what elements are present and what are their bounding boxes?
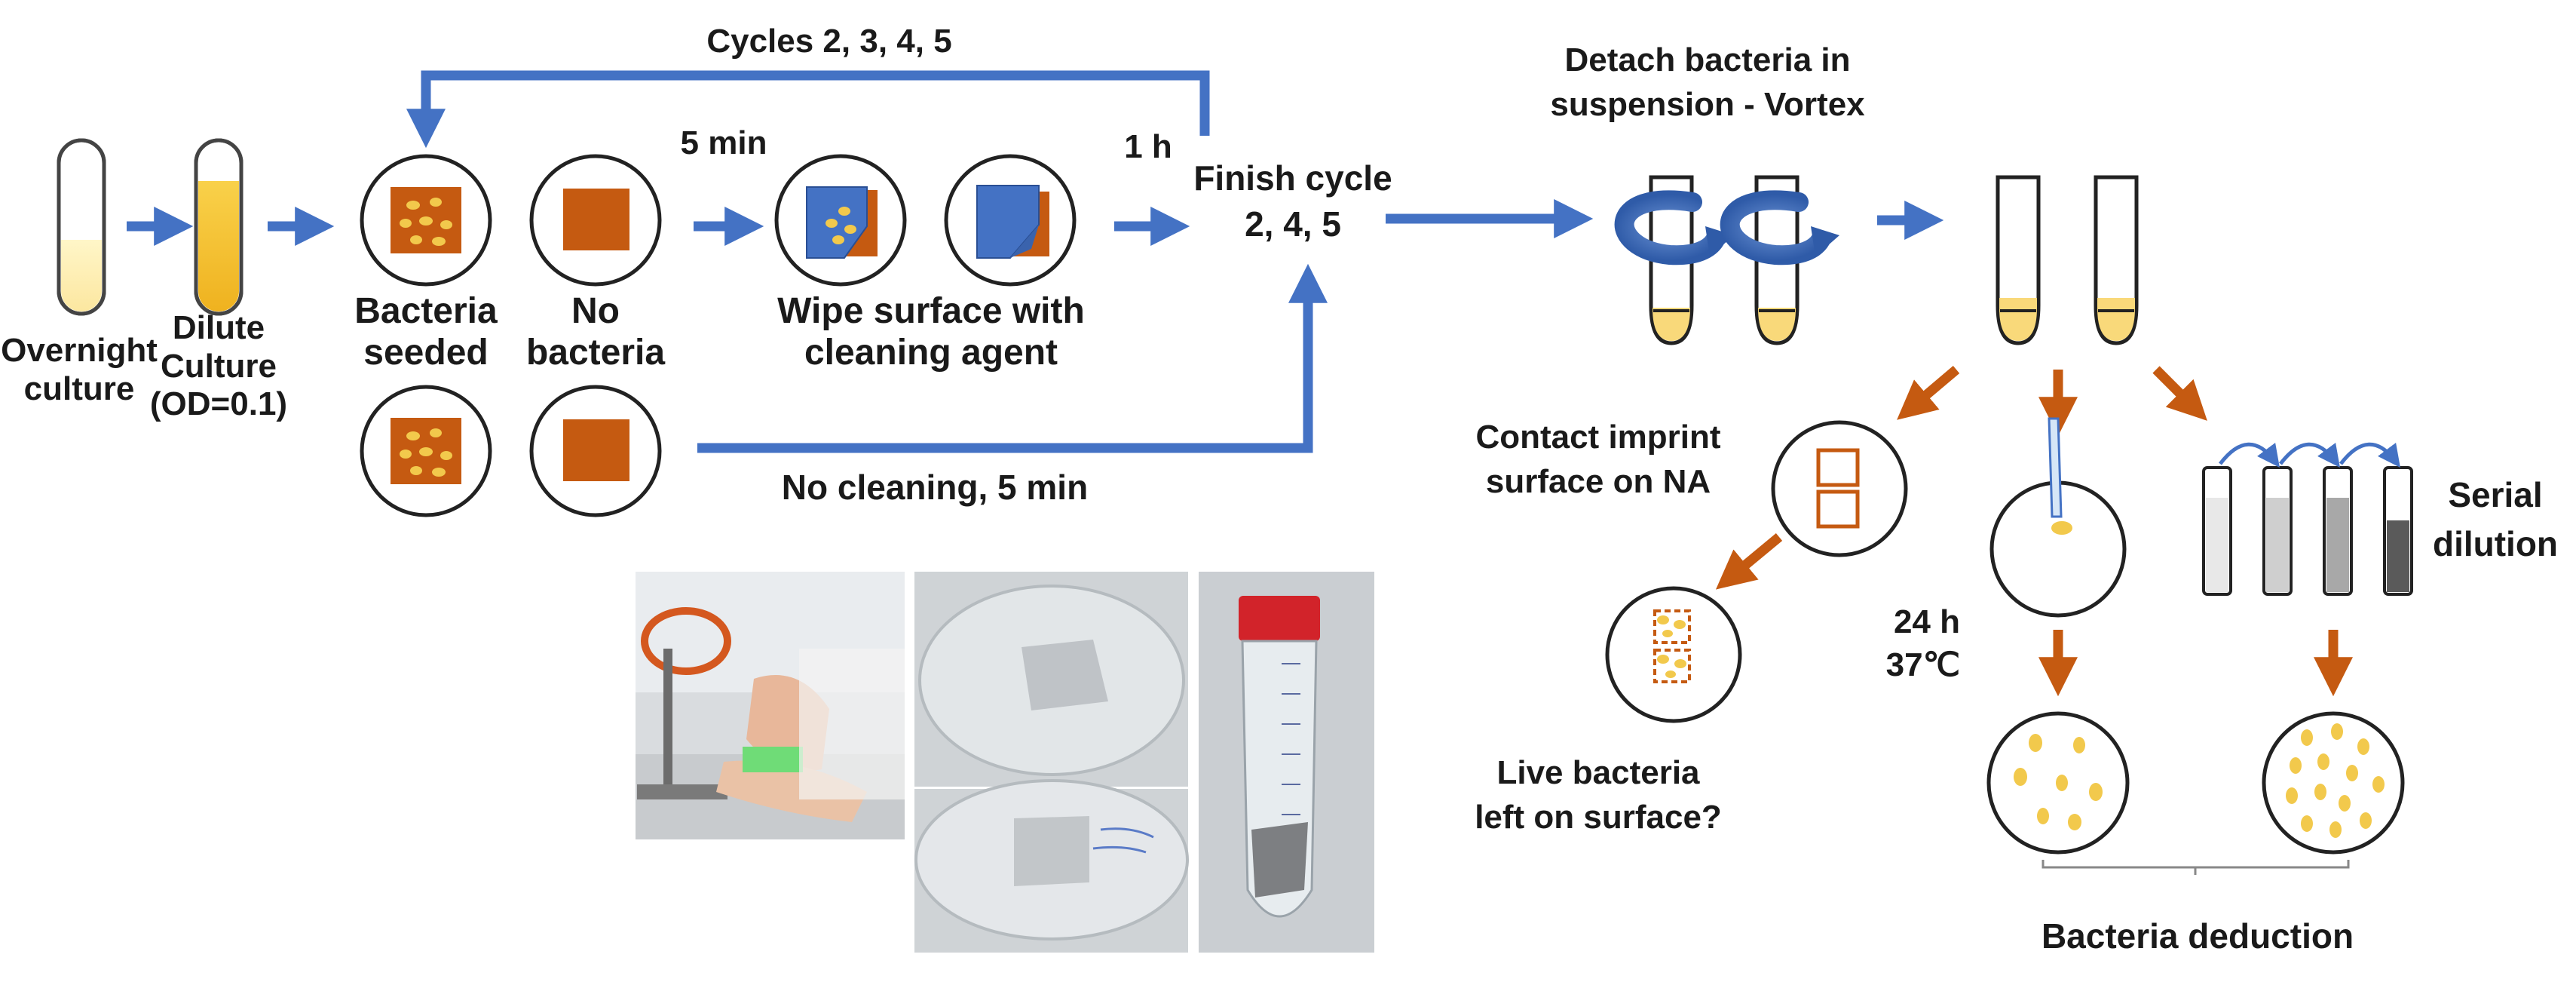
incubation-label: 24 h 37℃ [1824, 603, 1960, 684]
incubation-line-1: 24 h [1893, 603, 1960, 640]
contact-imprint-label: Contact imprint surface on NA [1455, 419, 1741, 501]
dilute-culture-label: Dilute Culture (OD=0.1) [147, 309, 290, 424]
finish-cycle-label: Finish cycle 2, 4, 5 [1191, 158, 1395, 244]
vortex-tube-icon [1614, 175, 1839, 345]
live-bacteria-label: Live bacteria left on surface? [1447, 754, 1749, 836]
control-coupon-icon [529, 154, 662, 287]
seeded-line-1: Bacteria [354, 291, 498, 331]
one-hour-label: 1 h [1124, 128, 1172, 165]
bacteria-deduction-label: Bacteria deduction [2041, 916, 2354, 956]
spread-plate-icon [1989, 417, 2127, 618]
dilute-line-3: (OD=0.1) [149, 385, 288, 423]
dilute-culture-tube-icon [194, 138, 244, 316]
no-bacteria-line-1: No [571, 291, 620, 331]
live-line-1: Live bacteria [1496, 754, 1700, 791]
detach-label: Detach bacteria in suspension - Vortex [1530, 41, 1885, 124]
live-line-2: left on surface? [1475, 798, 1722, 836]
colony-plate-left-icon [1986, 711, 2130, 855]
no-cleaning-arrow [697, 263, 1328, 453]
detach-line-1: Detach bacteria in [1564, 41, 1851, 78]
seeded-line-2: seeded [363, 333, 489, 373]
photo-petri-dish-top [914, 572, 1188, 787]
serial-dilution-label: Serial dilution [2416, 475, 2574, 564]
wipe-label: Wipe surface with cleaning agent [765, 290, 1097, 373]
seeded-coupon-no-cleaning-icon [360, 385, 492, 517]
arrow-to-imprint [1897, 366, 1960, 420]
seeded-coupon-icon [360, 154, 492, 287]
imprint-line-2: surface on NA [1485, 462, 1711, 500]
finish-line-2: 2, 4, 5 [1245, 204, 1341, 244]
incubation-line-2: 37℃ [1885, 646, 1960, 683]
arrow-to-dilution [2152, 366, 2207, 421]
photo-wiping-coupon [636, 572, 905, 839]
no-bacteria-label: No bacteria [524, 290, 667, 373]
five-min-label: 5 min [680, 124, 767, 161]
finish-line-1: Finish cycle [1193, 158, 1392, 198]
overnight-line-1: Overnight [1, 332, 158, 369]
bacteria-seeded-label: Bacteria seeded [343, 290, 509, 373]
detach-line-2: suspension - Vortex [1550, 85, 1865, 123]
no-bacteria-line-2: bacteria [525, 333, 666, 373]
overnight-culture-tube-icon [57, 138, 106, 316]
wiped-coupon-control-icon [944, 154, 1077, 287]
dilution-series-icon [2202, 442, 2413, 596]
arrow-to-live-plate [1715, 532, 1783, 590]
cycles-loop-label: Cycles 2, 3, 4, 5 [706, 23, 952, 60]
imprint-plate-icon [1771, 420, 1908, 557]
overnight-line-2: culture [23, 370, 135, 407]
overnight-culture-label: Overnight culture [0, 332, 162, 408]
dilute-line-1: Dilute [172, 309, 265, 346]
photo-petri-dish-bottom [914, 779, 1189, 953]
live-bacteria-plate-icon [1605, 586, 1742, 723]
wipe-line-2: cleaning agent [804, 333, 1058, 373]
photo-falcon-tube [1199, 572, 1374, 953]
serial-line-1: Serial [2448, 475, 2543, 514]
deduction-bracket [2042, 860, 2350, 875]
cycle-loop-arrow [406, 70, 1210, 149]
suspension-tubes-icon [1996, 175, 2139, 345]
dilute-line-2: Culture [161, 347, 277, 385]
wiped-coupon-seeded-icon [774, 154, 907, 287]
control-coupon-no-cleaning-icon [529, 385, 662, 517]
imprint-line-1: Contact imprint [1475, 419, 1721, 456]
serial-line-2: dilution [2432, 523, 2559, 563]
wipe-line-1: Wipe surface with [777, 291, 1085, 331]
no-cleaning-label: No cleaning, 5 min [781, 468, 1089, 507]
colony-plate-right-icon [2262, 711, 2405, 855]
